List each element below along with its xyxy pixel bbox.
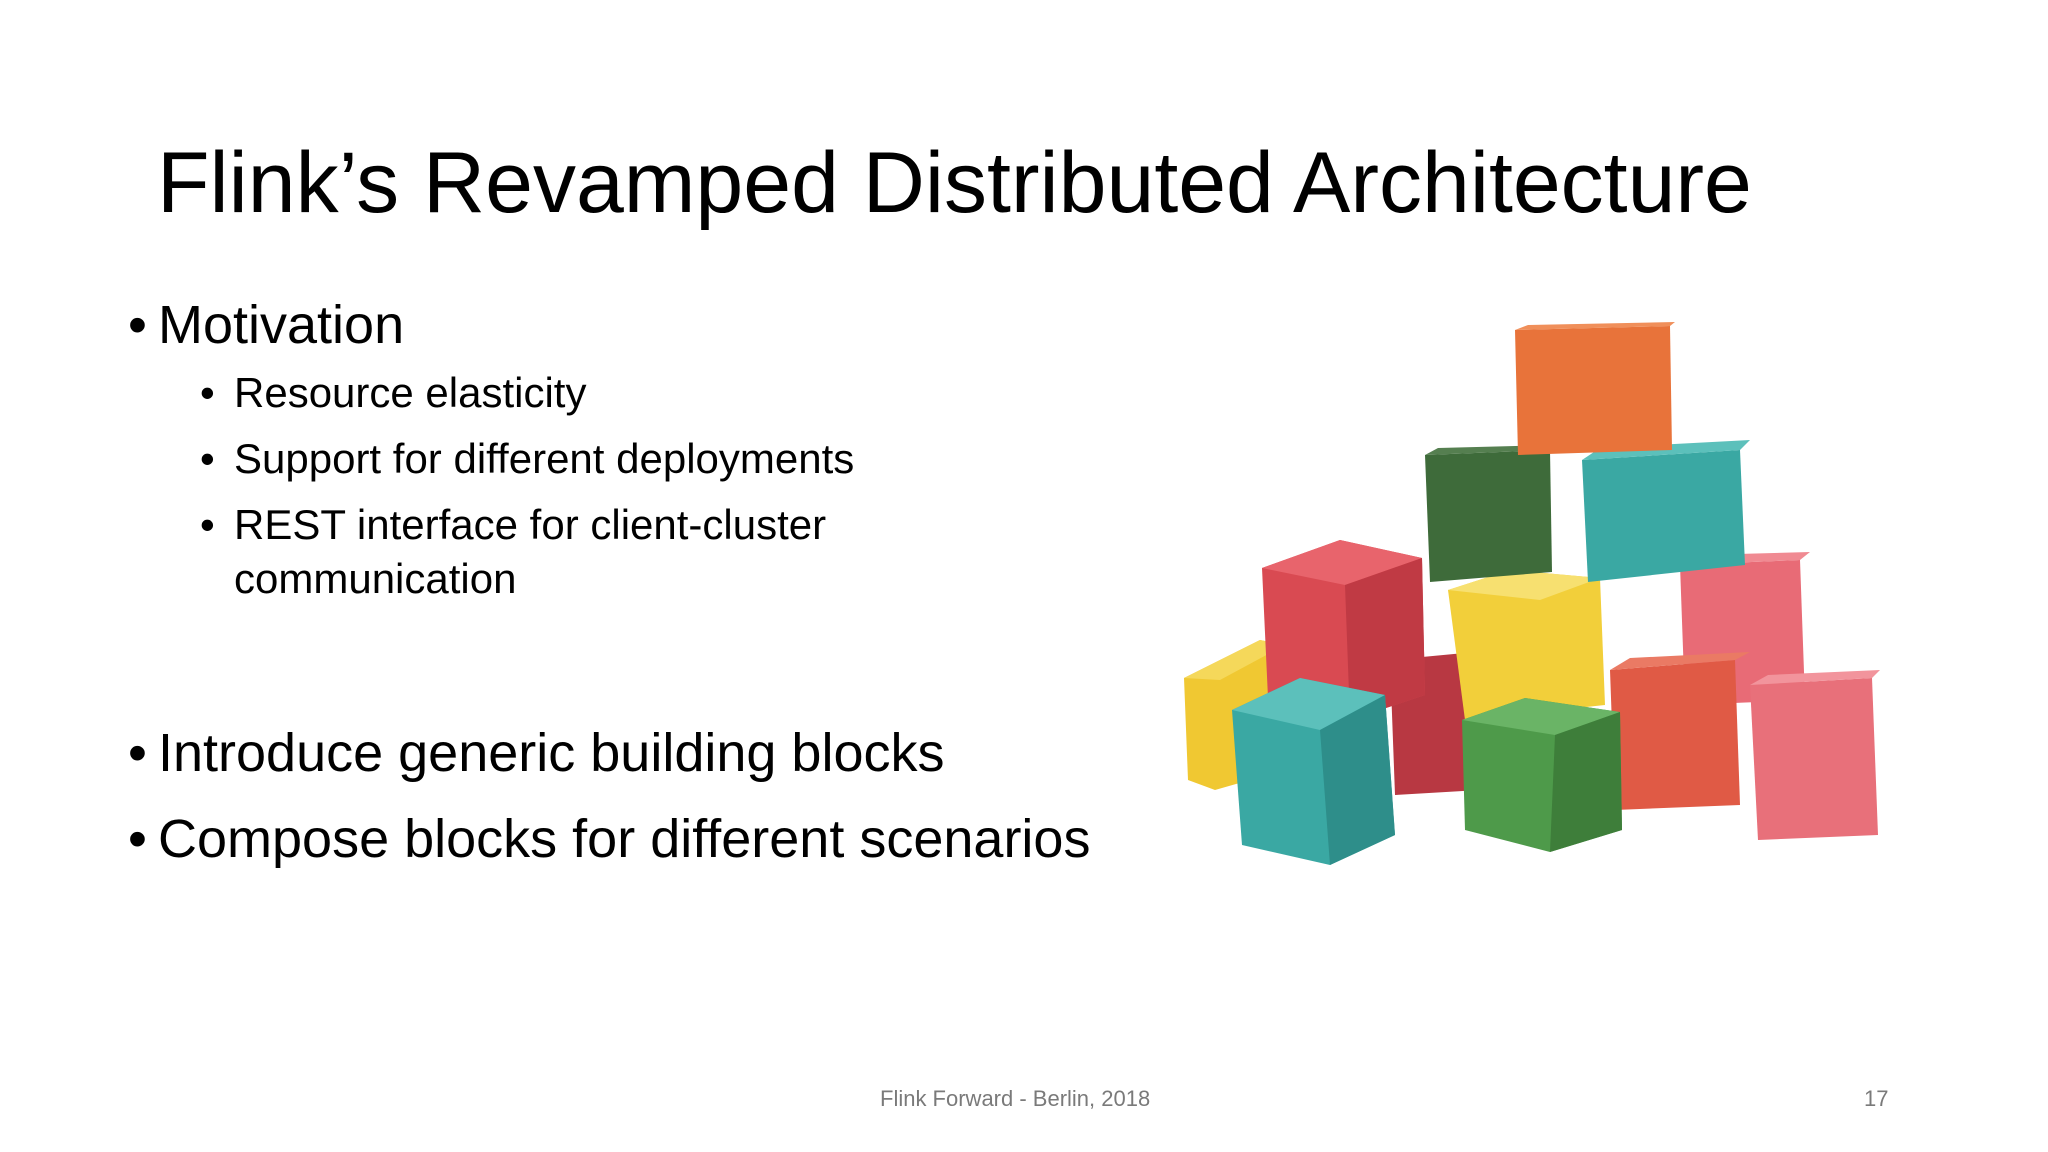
sub-bullet-rest-interface: • REST interface for client-cluster commu… <box>200 498 826 606</box>
yellow-block-middle-icon <box>1448 570 1605 720</box>
teal-block-top-icon <box>1582 440 1750 582</box>
bullet-text: Motivation <box>158 295 405 355</box>
page-number: 17 <box>1864 1086 1889 1111</box>
pink-block-right-icon <box>1750 670 1880 840</box>
bullet-introduce: •Introduce generic building blocks <box>128 720 944 786</box>
bullet-text-continuation: communication <box>234 555 517 602</box>
coral-block-icon <box>1610 652 1750 810</box>
bullet-dot: • <box>128 295 147 355</box>
sub-bullet-resource-elasticity: • Resource elasticity <box>200 366 586 420</box>
bullet-dot: • <box>128 723 147 783</box>
bullet-text: Compose blocks for different scenarios <box>158 809 1091 869</box>
bullet-text: Introduce generic building blocks <box>158 723 945 783</box>
building-blocks-image <box>1184 322 1880 865</box>
bullet-dot: • <box>200 369 215 416</box>
sub-bullet-deployments: • Support for different deployments <box>200 432 854 486</box>
bullet-compose: •Compose blocks for different scenarios <box>128 806 1090 872</box>
bullet-dot: • <box>128 809 147 869</box>
orange-block-icon <box>1515 322 1675 455</box>
bullet-dot: • <box>200 435 215 482</box>
slide-title: Flink’s Revamped Distributed Architectur… <box>157 135 1752 231</box>
footer-text: Flink Forward - Berlin, 2018 <box>880 1086 1151 1111</box>
teal-block-front-icon <box>1232 678 1395 865</box>
green-block-icon <box>1462 698 1622 852</box>
bullet-dot: • <box>200 501 215 548</box>
bullet-text: Support for different deployments <box>234 435 855 482</box>
bullet-text: REST interface for client-cluster <box>234 501 827 548</box>
bullet-text: Resource elasticity <box>234 369 587 416</box>
red-block-icon <box>1262 540 1425 720</box>
dark-green-block-icon <box>1425 445 1555 582</box>
bullet-motivation: •Motivation <box>128 292 404 358</box>
